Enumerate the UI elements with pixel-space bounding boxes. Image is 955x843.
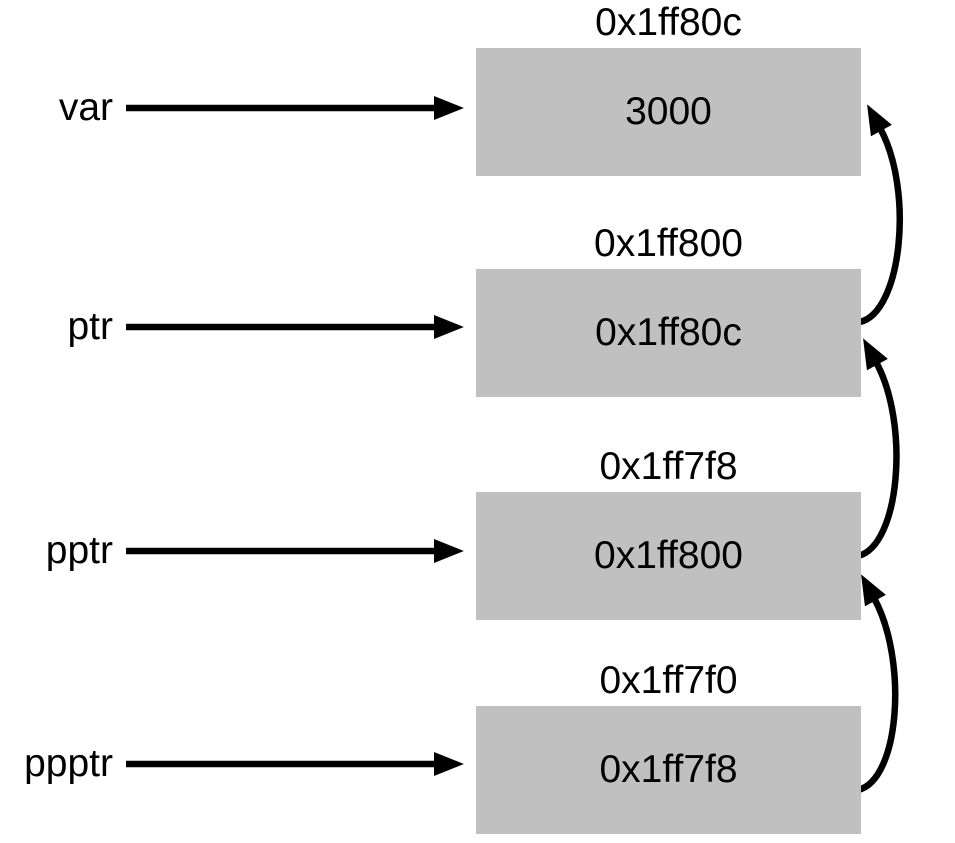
- address-label-pptr: 0x1ff7f8: [599, 445, 738, 488]
- pointer-arrow-ptr-to-var: [858, 104, 903, 326]
- address-label-ppptr: 0x1ff7f0: [599, 659, 738, 702]
- cell-value-ptr: 0x1ff80c: [595, 311, 742, 354]
- cell-value-ppptr: 0x1ff7f8: [599, 748, 738, 791]
- variable-label-ptr: ptr: [67, 305, 113, 348]
- variable-label-pptr: pptr: [45, 529, 113, 572]
- cell-value-var: 3000: [625, 90, 712, 133]
- address-label-var: 0x1ff80c: [595, 1, 742, 44]
- variable-label-ppptr: ppptr: [24, 742, 113, 785]
- memory-cell-ppptr: 0x1ff7f8: [476, 706, 861, 834]
- pointer-arrow-pptr-to-ptr: [856, 338, 900, 560]
- cell-value-pptr: 0x1ff800: [594, 534, 743, 577]
- variable-label-var: var: [58, 86, 113, 129]
- memory-cell-pptr: 0x1ff800: [476, 492, 861, 620]
- address-label-ptr: 0x1ff800: [594, 222, 743, 265]
- memory-cell-var: 3000: [476, 48, 861, 176]
- memory-cell-ptr: 0x1ff80c: [476, 269, 861, 397]
- pointer-arrow-ppptr-to-pptr: [856, 574, 899, 794]
